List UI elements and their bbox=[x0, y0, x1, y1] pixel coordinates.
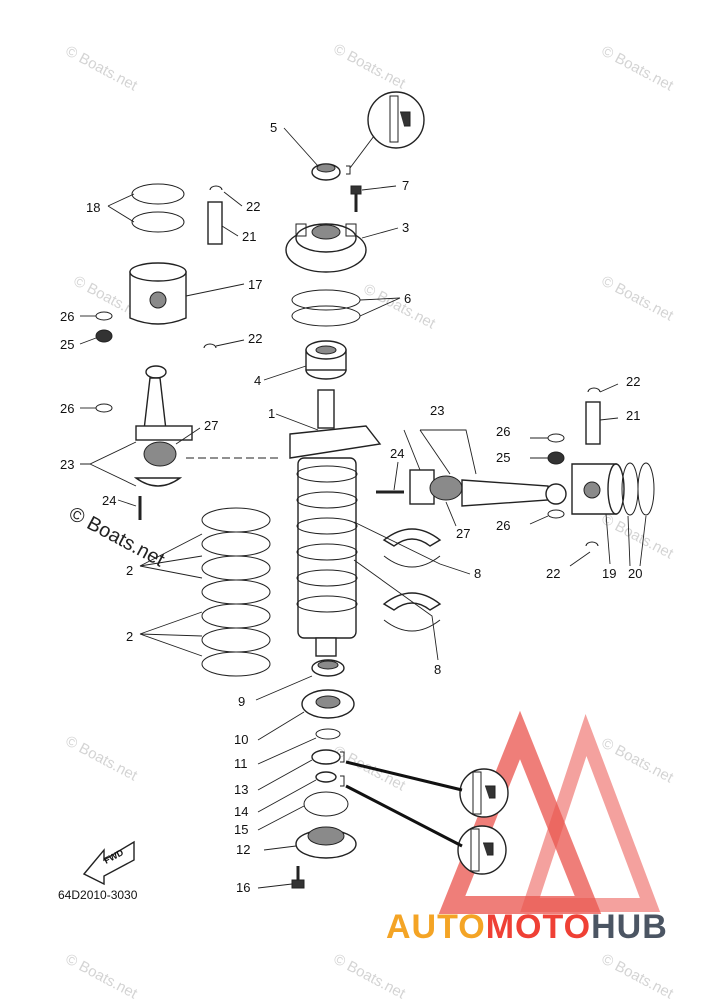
callout-21-left: 21 bbox=[242, 229, 256, 244]
callout-19: 19 bbox=[602, 566, 616, 581]
needle-bearing-25-right bbox=[547, 451, 565, 465]
circlip-22-right-top bbox=[587, 387, 601, 393]
callout-15: 15 bbox=[234, 822, 248, 837]
callout-8-upper: 8 bbox=[474, 566, 481, 581]
callout-22-right-bottom: 22 bbox=[546, 566, 560, 581]
fwd-arrow-icon: FWD bbox=[82, 840, 135, 886]
callout-20: 20 bbox=[628, 566, 642, 581]
piston-pin-21-left bbox=[207, 201, 223, 245]
roller-bearing-4 bbox=[305, 340, 347, 380]
brand-wordmark: AUTOMOTOHUB bbox=[386, 908, 668, 947]
piston-17 bbox=[129, 262, 187, 325]
callout-2-lower: 2 bbox=[126, 629, 133, 644]
callout-9: 9 bbox=[238, 694, 245, 709]
upper-bearing-housing-3 bbox=[285, 223, 367, 273]
brand-part-3: HUB bbox=[591, 908, 668, 946]
needle-bearing-25-left bbox=[95, 329, 113, 343]
connecting-rod-right bbox=[461, 479, 567, 507]
o-ring-15 bbox=[303, 791, 349, 817]
detail-inset-top bbox=[346, 91, 425, 175]
crankshaft-1 bbox=[289, 389, 382, 657]
bearing-27-left bbox=[143, 441, 177, 467]
callout-17: 17 bbox=[248, 277, 262, 292]
detail-inset-lower-1 bbox=[340, 751, 509, 818]
callout-18: 18 bbox=[86, 200, 100, 215]
oil-seal-9 bbox=[311, 659, 345, 677]
circlip-22-right-bottom bbox=[585, 541, 599, 547]
bolt-7 bbox=[350, 185, 362, 212]
piston-pin-21-right bbox=[585, 401, 601, 445]
callout-25-left: 25 bbox=[60, 337, 74, 352]
callout-24-left: 24 bbox=[102, 493, 116, 508]
brand-logo-icon bbox=[438, 710, 661, 914]
callout-26-left-bottom: 26 bbox=[60, 401, 74, 416]
callout-23-right: 23 bbox=[430, 403, 444, 418]
callout-3: 3 bbox=[402, 220, 409, 235]
washer-26-right-top bbox=[547, 433, 565, 443]
callout-6: 6 bbox=[404, 291, 411, 306]
callout-16: 16 bbox=[236, 880, 250, 895]
callout-22-right-top: 22 bbox=[626, 374, 640, 389]
bearing-shells-8-upper bbox=[382, 528, 442, 568]
callout-11: 11 bbox=[234, 756, 248, 771]
leader-lines bbox=[79, 127, 647, 889]
callout-5: 5 bbox=[270, 120, 277, 135]
circlip-11 bbox=[315, 728, 341, 740]
washer-26-left-bottom bbox=[95, 403, 113, 413]
callout-23-left: 23 bbox=[60, 457, 74, 472]
callout-26-right-top: 26 bbox=[496, 424, 510, 439]
rod-cap-left bbox=[133, 477, 183, 487]
callout-14: 14 bbox=[234, 804, 248, 819]
callout-2-upper: 2 bbox=[126, 563, 133, 578]
callout-1: 1 bbox=[268, 406, 275, 421]
piston-19 bbox=[571, 463, 625, 515]
washer-26-left-top bbox=[95, 311, 113, 321]
washer-26-right-bottom bbox=[547, 509, 565, 519]
callout-25-right: 25 bbox=[496, 450, 510, 465]
piston-rings-2 bbox=[201, 507, 271, 677]
part-code-label: 64D2010-3030 bbox=[58, 888, 138, 902]
ball-bearing-10 bbox=[301, 689, 355, 719]
oil-seal-13 bbox=[311, 749, 341, 765]
callout-22-top-left: 22 bbox=[246, 199, 260, 214]
callout-26-left-top: 26 bbox=[60, 309, 74, 324]
callout-7: 7 bbox=[402, 178, 409, 193]
oil-seal-5 bbox=[311, 163, 341, 181]
callout-12: 12 bbox=[236, 842, 250, 857]
lower-bearing-housing-12 bbox=[295, 826, 357, 859]
circlip-22-mid-left bbox=[203, 343, 217, 349]
piston-rings-20 bbox=[621, 462, 655, 516]
callout-26-right-bottom: 26 bbox=[496, 518, 510, 533]
connecting-rod-left bbox=[135, 365, 193, 441]
bearing-shells-8-lower bbox=[382, 592, 442, 632]
callout-27-right: 27 bbox=[456, 526, 470, 541]
callout-21-right: 21 bbox=[626, 408, 640, 423]
bolt-16 bbox=[291, 866, 305, 889]
brand-part-2: MOTO bbox=[485, 908, 592, 946]
callout-13: 13 bbox=[234, 782, 248, 797]
callout-10: 10 bbox=[234, 732, 248, 747]
callout-labels: 5 7 3 6 4 1 18 22 21 17 22 26 25 26 27 2… bbox=[60, 120, 642, 895]
callout-24-right: 24 bbox=[390, 446, 404, 461]
callout-22-mid-left: 22 bbox=[248, 331, 262, 346]
brand-part-1: AUTO bbox=[386, 908, 486, 946]
callout-8-lower: 8 bbox=[434, 662, 441, 677]
callout-4: 4 bbox=[254, 373, 261, 388]
callout-27-left: 27 bbox=[204, 418, 218, 433]
bearing-27-right bbox=[429, 475, 463, 501]
o-rings-6 bbox=[291, 289, 361, 327]
detail-inset-lower-2 bbox=[340, 775, 507, 875]
oil-seal-14 bbox=[315, 771, 337, 783]
piston-rings-18 bbox=[131, 183, 185, 233]
circlip-22-top-left bbox=[209, 185, 223, 191]
